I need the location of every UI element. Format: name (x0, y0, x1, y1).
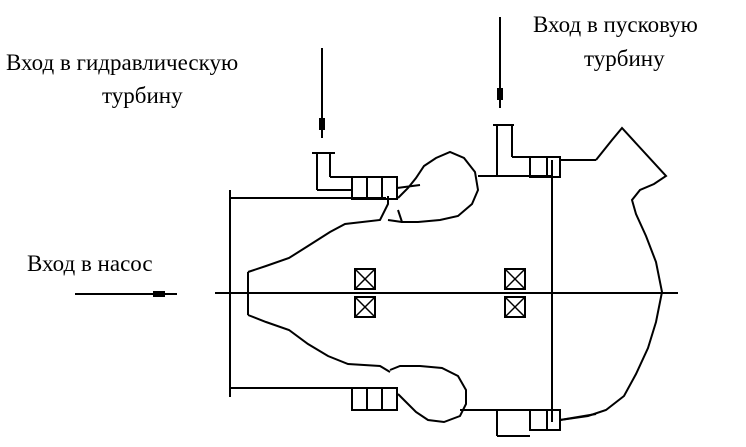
lower-hydraulic-turbine-block (351, 387, 398, 411)
exhaust-housing (559, 126, 668, 421)
label-starter-turbine-line1: Вход в пусковую (533, 12, 698, 37)
hydraulic-turbine-inlet-arrow (319, 48, 325, 138)
label-starter-turbine-line2: турбину (584, 46, 665, 71)
bearing-right (504, 268, 526, 318)
upper-starter-turbine-block (529, 156, 596, 178)
upper-volute (397, 150, 480, 223)
starter-turbine-nozzle (493, 124, 530, 177)
label-hydraulic-turbine-line1: Вход в гидравлическую (6, 50, 239, 75)
pump-inlet-arrow (75, 291, 177, 297)
lower-volute (389, 365, 467, 424)
hydraulic-turbine-nozzle (312, 152, 352, 191)
label-hydraulic-turbine-line2: турбину (102, 83, 183, 108)
starter-turbine-inlet-arrow (497, 17, 503, 108)
label-pump-inlet: Вход в насос (27, 251, 153, 276)
upper-hydraulic-turbine-block (351, 176, 421, 200)
lower-starter-turbine-block (496, 409, 597, 437)
bearing-left (354, 268, 376, 318)
